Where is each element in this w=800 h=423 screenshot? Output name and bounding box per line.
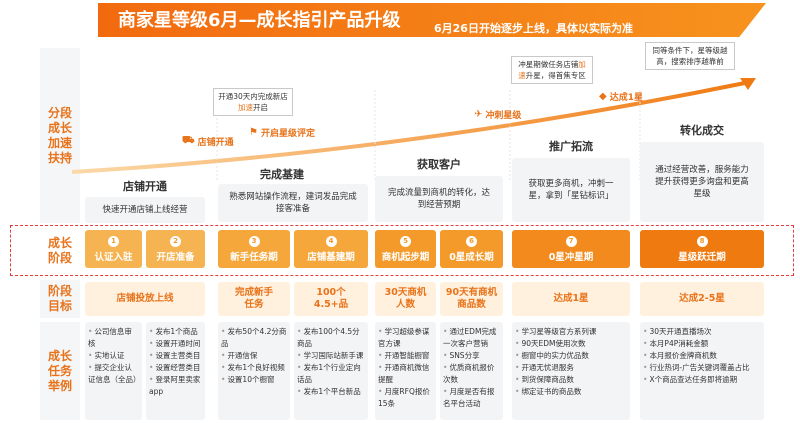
side-label-stage-support: 分段成长加速扶持 [40, 48, 80, 223]
diamond-icon: ◆ [599, 91, 607, 102]
task-list-1: 公司信息审核实地认证提交企业认证信息（全品） [85, 322, 142, 420]
task-list-5: 学习超级参谋官方课开通智能橱窗开通商机微信提醒月度RFQ报价15条 [375, 322, 436, 420]
phase-title-3: 获取客户 [417, 158, 461, 171]
title-banner [98, 3, 766, 37]
goal-5: 90天有商机商品数 [440, 282, 503, 316]
task-list-3: 发布50个4.2分商品开通信保发布1个良好视频设置10个橱窗 [218, 322, 290, 420]
truck-icon: ⛟ [182, 135, 195, 146]
goal-7: 达成2-5星 [640, 282, 764, 316]
phase-title-5: 转化成交 [680, 124, 724, 137]
logo-area [8, 2, 94, 38]
phase-desc-3: 完成流量到商机的转化，达到经营预期 [375, 176, 503, 222]
stage-highlight-frame [10, 225, 794, 276]
growth-curve [71, 78, 756, 180]
phase-desc-5: 通过经营改善，服务能力提升获得更多询盘和更高星级 [640, 142, 764, 222]
milestone-one-star: ◆达成1星 [599, 91, 643, 103]
side-label-growth-tasks: 成长任务举例 [40, 322, 80, 420]
note-sprint-task: 冲星期做任务店铺加速升星，得首焦专区 [511, 56, 593, 84]
phase-desc-2: 熟悉网站操作流程，建词发品完成接客准备 [218, 184, 368, 222]
task-list-8: 30天开通直播场次本月P4P消耗金额本月报价金牌商机数行业热词-广告关键词覆盖占… [640, 322, 764, 420]
side-label-growth-stage: 成长阶段 [40, 228, 80, 274]
milestone-store-open: ⛟店铺开通 [182, 135, 234, 148]
note-new-store: 开通30天内完成新店加速开启 [213, 88, 293, 116]
goal-6: 达成1星 [512, 282, 630, 316]
task-list-2: 发布1个商品设置开通时间设置主营类目设置经营类目登录阿里卖家app [146, 322, 205, 420]
sprint-icon: ✈ [474, 109, 483, 120]
task-list-7: 学习星等级官方系列课90天EDM使用次数橱窗中的实力优品数开通无忧退服务到货保障… [512, 322, 630, 420]
goal-4: 30天商机人数 [375, 282, 436, 316]
task-list-6: 通过EDM完成一次客户营销SNS分享优质商机报价次数月度是否有报名平台活动 [440, 322, 503, 420]
goal-2: 完成新手任务 [218, 282, 290, 316]
phase-title-2: 完成基建 [260, 168, 304, 181]
milestone-star-rating: ⚑开启星级评定 [249, 127, 315, 139]
phase-desc-4: 获取更多商机，冲刺一星，拿到「星钻标识」 [512, 158, 630, 222]
launch-note: 6月26日开始逐步上线，具体以实际为准 [434, 22, 633, 35]
task-list-4: 发布100个4.5分商品学习国际站新手课发布1个行业定向话品发布1个平台新品 [294, 322, 368, 420]
phase-title-4: 推广拓流 [549, 140, 593, 153]
phase-desc-1: 快速开通店铺上线经营 [85, 197, 205, 223]
goal-3: 100个4.5+品 [294, 282, 368, 316]
note-ranking: 同等条件下，星等级越高，搜索排序越靠前 [645, 42, 735, 70]
milestone-sprint: ✈冲刺星级 [474, 109, 522, 121]
goal-1: 店铺投放上线 [85, 282, 205, 316]
phase-title-1: 店铺开通 [123, 180, 167, 193]
side-label-stage-goal: 阶段目标 [40, 280, 80, 318]
page-title: 商家星等级6月—成长指引产品升级 [118, 10, 401, 31]
flag-icon: ⚑ [249, 127, 258, 138]
